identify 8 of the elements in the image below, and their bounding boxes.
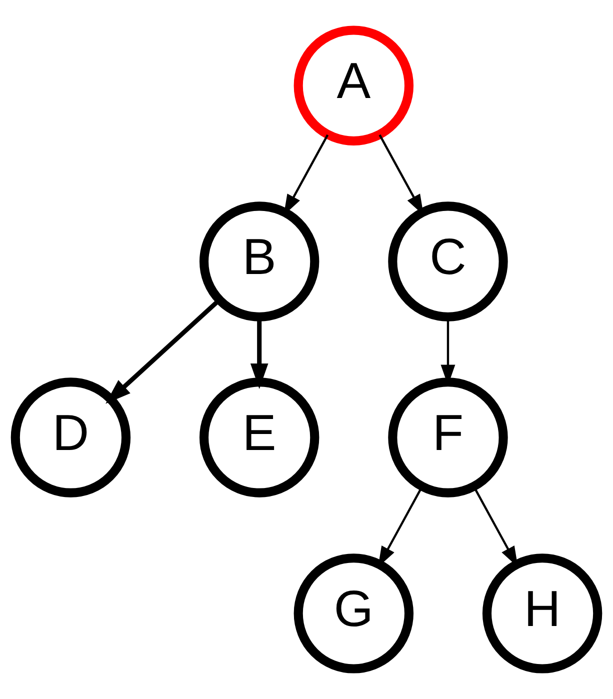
node-circle: G xyxy=(294,554,414,674)
node-circle: E xyxy=(199,378,320,498)
node-circle: B xyxy=(199,202,320,322)
node-circle: F xyxy=(388,378,508,498)
node-circle: C xyxy=(388,202,508,322)
arrow xyxy=(106,298,221,404)
node-circle: H xyxy=(482,554,602,674)
node-circle: A xyxy=(294,26,414,146)
